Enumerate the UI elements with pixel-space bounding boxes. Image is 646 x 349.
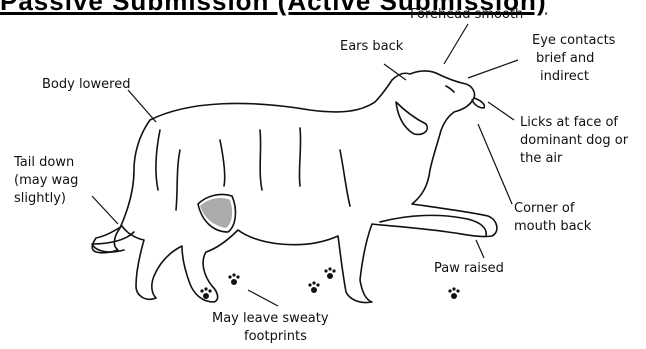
footprint-5 xyxy=(448,287,459,299)
leader-sweat xyxy=(248,290,278,306)
label-licks-line2: dominant dog or xyxy=(520,132,628,149)
label-forehead: Forehead smooth xyxy=(410,6,523,23)
label-licks-line3: the air xyxy=(520,150,562,167)
leader-eye xyxy=(468,60,518,78)
label-paw: Paw raised xyxy=(434,260,504,277)
tail xyxy=(92,232,134,252)
label-eye-line2: brief and xyxy=(536,50,594,67)
label-tail-line1: Tail down xyxy=(14,154,74,171)
ear xyxy=(396,102,427,134)
label-ears: Ears back xyxy=(340,38,403,55)
label-sweat-line1: May leave sweaty xyxy=(212,310,329,327)
groin-shading xyxy=(200,198,232,228)
leader-paw xyxy=(476,240,484,258)
leader-tail xyxy=(92,196,118,224)
label-body: Body lowered xyxy=(42,76,130,93)
footprint-1 xyxy=(200,287,211,299)
leader-body xyxy=(128,90,156,122)
label-licks-line1: Licks at face of xyxy=(520,114,618,131)
footprint-3 xyxy=(308,281,319,293)
footprint-4 xyxy=(324,267,335,279)
label-tail-line2: (may wag xyxy=(14,172,78,189)
leader-forehead xyxy=(444,24,468,64)
footprint-2 xyxy=(228,273,239,285)
label-sweat-line2: footprints xyxy=(244,328,307,345)
leader-licks xyxy=(488,102,514,120)
label-mouth-line1: Corner of xyxy=(514,200,574,217)
label-mouth-line2: mouth back xyxy=(514,218,591,235)
label-tail-line3: slightly) xyxy=(14,190,66,207)
label-eye-line1: Eye contacts xyxy=(532,32,615,49)
leader-mouth xyxy=(478,124,512,204)
eye xyxy=(446,86,454,92)
label-eye-line3: indirect xyxy=(540,68,589,85)
